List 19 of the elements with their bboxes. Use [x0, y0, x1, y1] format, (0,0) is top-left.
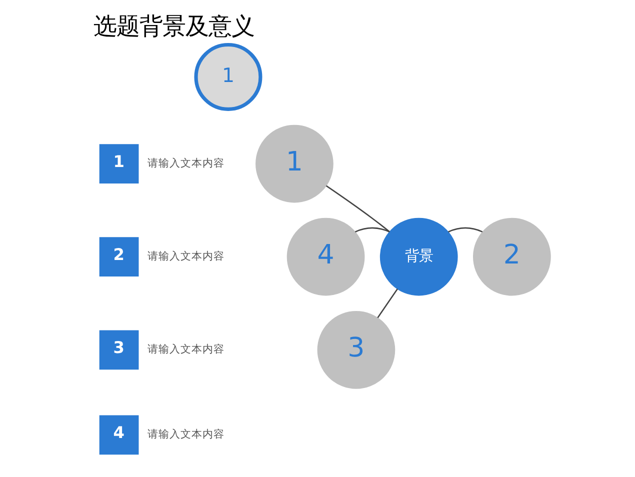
node-box: 1 — [99, 144, 139, 184]
node-circle: 1 — [256, 124, 334, 203]
node-circle: 1 — [194, 42, 262, 111]
node-circle: 3 — [317, 311, 396, 389]
connector — [326, 185, 390, 232]
connector — [354, 227, 390, 232]
node-label: 请输入文本内容 — [148, 342, 225, 356]
diagram-title: 选题背景及意义 — [94, 12, 255, 40]
node-label: 请输入文本内容 — [148, 250, 225, 263]
node-label: 请输入文本内容 — [148, 428, 225, 441]
node-box: 2 — [99, 237, 139, 277]
node-circle: 背景 — [380, 218, 458, 296]
node-box: 3 — [99, 330, 139, 370]
node-box: 4 — [99, 415, 139, 455]
connector — [448, 227, 483, 232]
connector — [377, 288, 398, 318]
node-circle: 2 — [473, 218, 551, 296]
node-label: 请输入文本内容 — [148, 156, 225, 170]
node-circle: 4 — [286, 218, 365, 296]
